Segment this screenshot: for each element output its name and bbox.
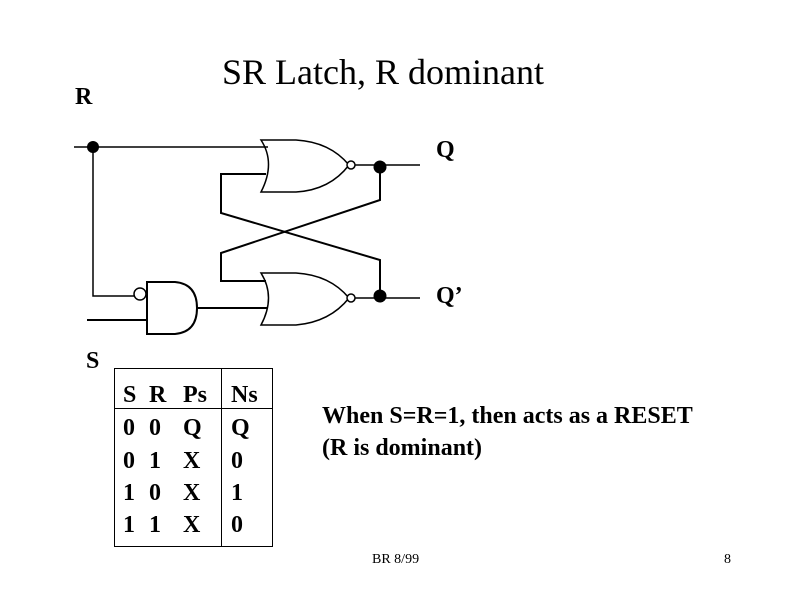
- slide-title: SR Latch, R dominant: [222, 52, 544, 92]
- q-bar-junction-dot: [373, 289, 387, 303]
- note-line-1: When S=R=1, then acts as a RESET: [322, 403, 693, 429]
- header-ps: Ps: [183, 382, 207, 408]
- cell-ps: X: [183, 448, 201, 474]
- cell-s: 1: [123, 512, 135, 538]
- note-line-2: (R is dominant): [322, 435, 483, 461]
- cell-s: 0: [123, 448, 135, 474]
- cell-s: 1: [123, 480, 135, 506]
- table-column-divider: [221, 369, 222, 546]
- top-nor-gate: [259, 139, 350, 193]
- cell-r: 0: [149, 415, 161, 441]
- cell-s: 0: [123, 415, 135, 441]
- q-bar-feedback-wire: [220, 173, 381, 298]
- bottom-nor-gate: [259, 272, 350, 326]
- cell-ps: X: [183, 480, 201, 506]
- q-bar-output-label: Q’: [436, 283, 463, 309]
- explanation-note: When S=R=1, then acts as a RESET (R is d…: [322, 400, 693, 464]
- and-inverted-input-bubble: [133, 287, 147, 301]
- cell-ns: 0: [231, 512, 243, 538]
- bottom-nor-bubble: [346, 293, 356, 303]
- s-input-label: S: [86, 348, 100, 374]
- cell-r: 1: [149, 512, 161, 538]
- cell-ps: X: [183, 512, 201, 538]
- cell-ns: Q: [231, 415, 250, 441]
- q-output-label: Q: [436, 137, 455, 163]
- r-junction-dot: [87, 141, 99, 153]
- truth-table: S R Ps Ns 0 0 Q Q 0 1 X 0 1 0 X 1 1 1 X …: [114, 368, 273, 547]
- q-feedback-wire: [220, 165, 381, 282]
- table-header-divider: [115, 408, 272, 409]
- r-input-label: R: [75, 84, 93, 110]
- top-nor-bubble: [346, 160, 356, 170]
- header-r: R: [149, 382, 167, 408]
- cell-r: 0: [149, 480, 161, 506]
- and-gate: [146, 281, 199, 335]
- cell-ns: 1: [231, 480, 243, 506]
- header-s: S: [123, 382, 137, 408]
- cell-r: 1: [149, 448, 161, 474]
- cell-ps: Q: [183, 415, 202, 441]
- cell-ns: 0: [231, 448, 243, 474]
- page-number: 8: [724, 552, 731, 567]
- q-junction-dot: [373, 160, 387, 174]
- header-ns: Ns: [231, 382, 258, 408]
- footer-author-date: BR 8/99: [372, 552, 420, 567]
- r-branch-wire: [92, 147, 134, 297]
